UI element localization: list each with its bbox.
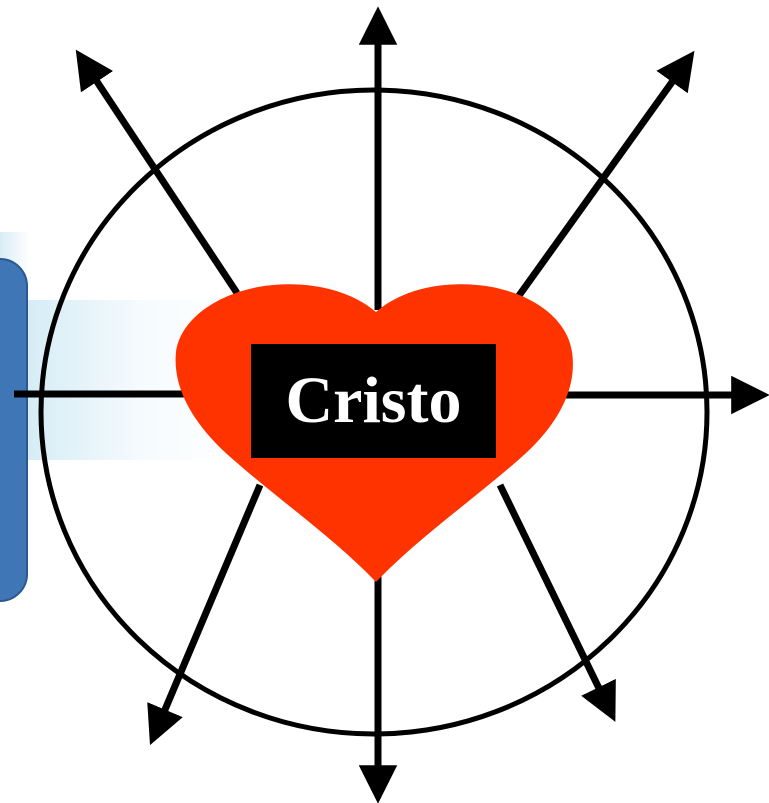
arrow-up-right-icon [515, 50, 695, 300]
arrow-down-right-icon [496, 483, 616, 722]
arrow-down-left-icon [147, 483, 264, 746]
center-label: Cristo [285, 364, 462, 437]
left-blue-tab [0, 258, 28, 602]
outer-circle [38, 87, 710, 737]
center-label-box: Cristo [251, 344, 496, 458]
arrow-up-left-icon [75, 49, 240, 295]
